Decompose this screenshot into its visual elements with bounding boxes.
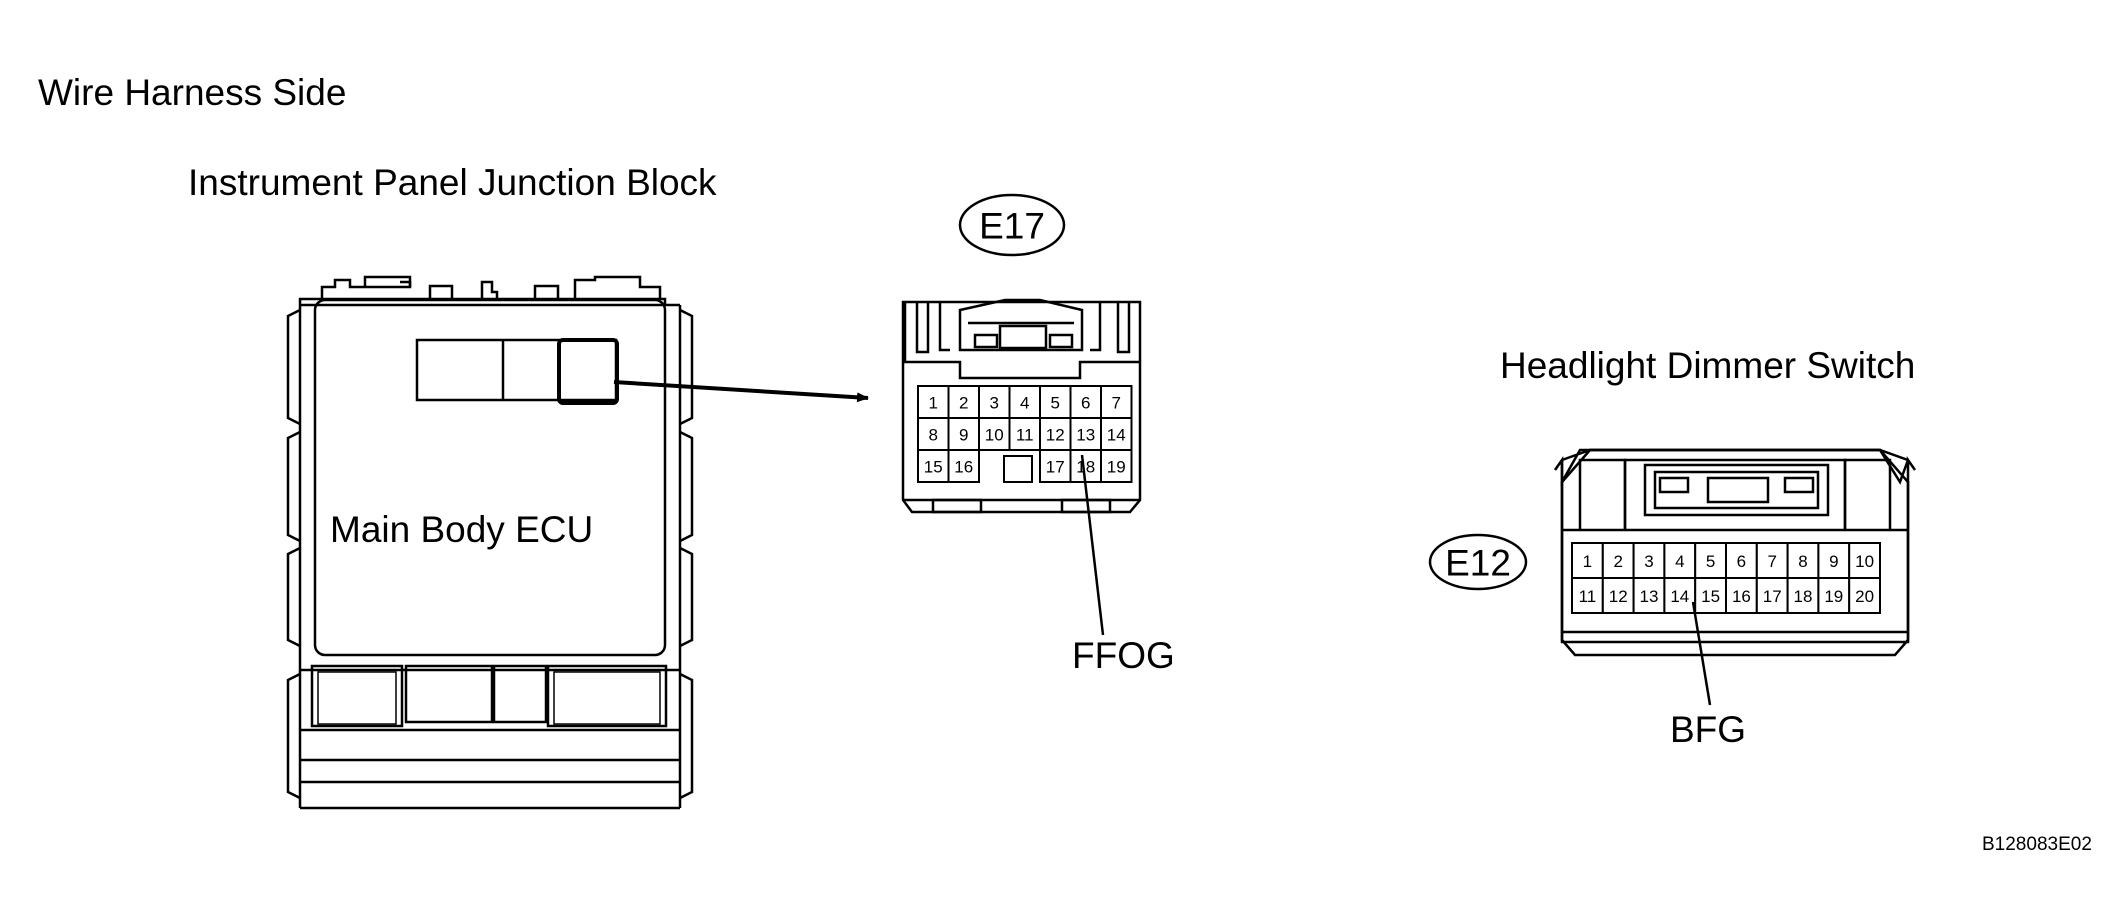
bfg-terminal-label: BFG	[1670, 709, 1746, 750]
e17-pin-9: 9	[959, 426, 968, 445]
e12-pin-16: 16	[1732, 587, 1751, 606]
e12-pin-10-cell	[1848, 542, 1881, 579]
e12-pin-3-cell	[1632, 542, 1666, 579]
e12-pin-14: 14	[1670, 587, 1689, 606]
e12-pin-6: 6	[1737, 552, 1746, 571]
e12-pin-5: 5	[1706, 552, 1715, 571]
e12-pin-13: 13	[1640, 587, 1659, 606]
e12-pin-19-cell	[1817, 577, 1851, 614]
e17-pin-17-cell	[1039, 449, 1072, 483]
ffog-terminal-label: FFOG	[1072, 635, 1175, 676]
e17-pin-6: 6	[1081, 394, 1090, 413]
e17-pin-8: 8	[929, 426, 938, 445]
e17-pin-11: 11	[1016, 426, 1034, 445]
e17-pin-2-cell	[947, 385, 980, 419]
e17-pin-10: 10	[985, 426, 1004, 445]
connector-e17-code: E17	[979, 206, 1045, 247]
e12-pin-8: 8	[1798, 552, 1807, 571]
e17-pin-3: 3	[990, 394, 999, 413]
e17-pin-7: 7	[1112, 394, 1121, 413]
connector-e12-badge: E12	[1428, 533, 1528, 591]
e12-pin-11-cell	[1571, 577, 1604, 614]
e17-pin-15: 15	[924, 458, 943, 477]
main-body-ecu-label: Main Body ECU	[330, 509, 593, 550]
e17-pin-19-cell	[1100, 449, 1133, 483]
junction-block-title: Instrument Panel Junction Block	[188, 162, 717, 203]
e17-pin-4: 4	[1020, 394, 1029, 413]
e12-pin-1: 1	[1583, 552, 1592, 571]
e12-pin-3: 3	[1644, 552, 1653, 571]
page-title: Wire Harness Side	[38, 72, 346, 113]
e12-pin-18: 18	[1794, 587, 1813, 606]
dimmer-switch-title: Headlight Dimmer Switch	[1500, 345, 1915, 386]
e17-pin-1: 1	[929, 394, 938, 413]
e12-pin-17-cell	[1755, 577, 1789, 614]
connector-e12-housing	[1553, 448, 1917, 657]
e12-pin-7-cell	[1755, 542, 1789, 579]
e12-pin-4: 4	[1675, 552, 1684, 571]
e17-pin-11-cell	[1008, 417, 1041, 451]
e12-pin-20-cell	[1848, 577, 1881, 614]
e12-pin-17: 17	[1763, 587, 1782, 606]
e12-pin-2: 2	[1613, 552, 1622, 571]
connector-e12-code: E12	[1445, 543, 1511, 584]
e17-pin-16: 16	[954, 458, 973, 477]
bfg-leader-line	[1691, 601, 1712, 706]
junction-block-drawing	[286, 275, 694, 810]
e12-pin-1-cell	[1571, 542, 1604, 579]
e17-pin-2: 2	[959, 394, 968, 413]
e12-pin-9: 9	[1829, 552, 1838, 571]
e17-pin-14: 14	[1107, 426, 1126, 445]
e17-pin-5: 5	[1051, 394, 1060, 413]
e12-pin-15: 15	[1701, 587, 1720, 606]
ffog-leader-line	[1080, 454, 1105, 636]
e12-pin-20: 20	[1855, 587, 1874, 606]
figure-code: B128083E02	[1982, 834, 2092, 855]
e17-pin-18: 18	[1076, 458, 1095, 477]
e12-pin-11: 11	[1579, 587, 1597, 606]
connector-e17-housing	[901, 298, 1142, 514]
e17-pin-3-cell	[978, 385, 1011, 419]
e12-pin-10: 10	[1855, 552, 1874, 571]
e12-pin-7: 7	[1767, 552, 1776, 571]
e17-key-square	[1003, 455, 1033, 483]
e12-pin-19: 19	[1824, 587, 1843, 606]
connection-arrow	[613, 380, 869, 403]
e12-pin-12: 12	[1609, 587, 1628, 606]
e17-pin-16-cell	[947, 449, 980, 483]
e17-pin-13: 13	[1076, 426, 1095, 445]
e17-pin-19: 19	[1107, 458, 1126, 477]
e17-pin-17: 17	[1046, 458, 1065, 477]
e17-pin-12: 12	[1046, 426, 1065, 445]
connector-e17-badge: E17	[958, 193, 1066, 257]
